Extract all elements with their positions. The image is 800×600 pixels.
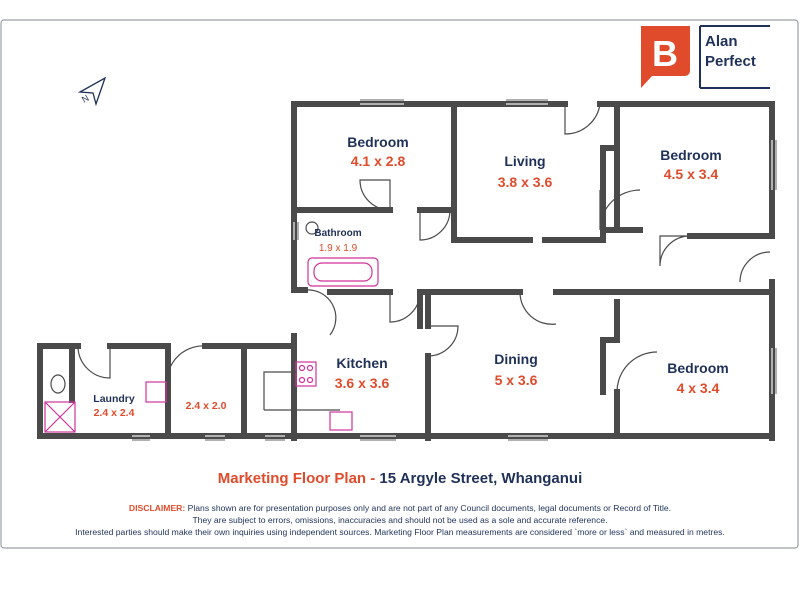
- windows: [132, 99, 777, 441]
- toilet-icon: [305, 221, 319, 235]
- room-name: Laundry: [93, 393, 135, 405]
- room-dimensions: 2.4 x 2.4: [94, 407, 135, 419]
- disclaimer-line-2: They are subject to errors, omissions, i…: [192, 515, 608, 525]
- stove-icon: [295, 361, 317, 387]
- brand-logo: B: [641, 25, 770, 89]
- north-arrow-icon: N: [77, 76, 107, 107]
- room-bedroom-1: Bedroom 4.1 x 2.8: [347, 134, 408, 169]
- logo-divider: [699, 25, 770, 89]
- disclaimer-line-3: Interested parties should make their own…: [75, 527, 725, 537]
- shower-icon: [44, 401, 76, 433]
- logo-letter: B: [652, 33, 678, 74]
- room-name: Bathroom: [314, 228, 361, 239]
- footer-title: Marketing Floor Plan - 15 Argyle Street,…: [0, 470, 800, 487]
- room-laundry: Laundry 2.4 x 2.4: [93, 393, 135, 419]
- footer-title-prefix: Marketing Floor Plan -: [217, 470, 380, 487]
- footer-title-address: 15 Argyle Street, Whanganui: [379, 470, 583, 487]
- room-name: Bedroom: [660, 147, 721, 163]
- room-name: Bedroom: [347, 134, 408, 150]
- fixtures: [44, 221, 379, 433]
- brand-name-line2: Perfect: [705, 53, 756, 70]
- bathtub-icon: [307, 257, 379, 287]
- room-unnamed: 2.4 x 2.0: [186, 400, 227, 412]
- room-living: Living 3.8 x 3.6: [498, 153, 553, 190]
- room-bedroom-2: Bedroom 4.5 x 3.4: [660, 147, 721, 182]
- room-dimensions: 1.9 x 1.9: [319, 243, 358, 254]
- room-dimensions: 2.4 x 2.0: [186, 400, 227, 412]
- room-kitchen: Kitchen 3.6 x 3.6: [335, 355, 390, 391]
- room-dimensions: 4.5 x 3.4: [664, 166, 719, 182]
- room-name: Kitchen: [336, 355, 387, 371]
- laundry-toilet-icon: [50, 374, 66, 394]
- room-dining: Dining 5 x 3.6: [494, 351, 538, 388]
- room-dimensions: 3.6 x 3.6: [335, 375, 390, 391]
- brand-name-line1: Alan: [705, 33, 738, 50]
- page-border: [0, 19, 799, 549]
- room-bedroom-3: Bedroom 4 x 3.4: [667, 360, 728, 396]
- room-dimensions: 4.1 x 2.8: [351, 153, 406, 169]
- room-name: Dining: [494, 351, 538, 367]
- room-dimensions: 3.8 x 3.6: [498, 174, 553, 190]
- disclaimer-label: DISCLAIMER:: [128, 503, 186, 513]
- doors: [77, 103, 771, 393]
- disclaimer-text-1: Plans shown are for presentation purpose…: [187, 503, 672, 513]
- room-dimensions: 4 x 3.4: [677, 380, 720, 396]
- room-name: Bedroom: [667, 360, 728, 376]
- disclaimer-line-1: DISCLAIMER: Plans shown are for presenta…: [0, 502, 800, 514]
- kitchen-bench: [263, 371, 340, 411]
- kitchen-sink-icon: [329, 411, 353, 431]
- room-name: Living: [504, 153, 545, 169]
- brand-name: Alan Perfect: [705, 32, 756, 72]
- laundry-tub-icon: [145, 381, 167, 403]
- room-dimensions: 5 x 3.6: [495, 372, 538, 388]
- logo-mark-icon: [641, 26, 690, 88]
- north-label: N: [80, 93, 91, 105]
- room-bathroom: Bathroom 1.9 x 1.9: [314, 228, 361, 254]
